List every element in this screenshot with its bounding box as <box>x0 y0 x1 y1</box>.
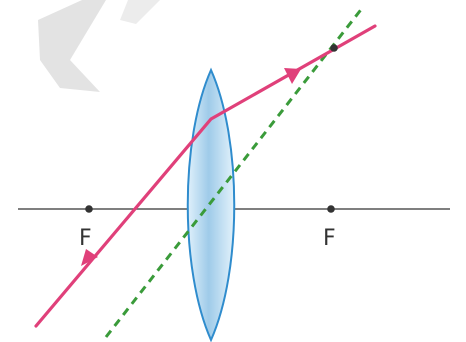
focal-point-right-dot-icon <box>327 205 335 213</box>
watermark-shape <box>38 0 106 92</box>
convex-lens <box>186 67 236 342</box>
focal-label-right: F <box>323 226 336 251</box>
focal-point-left-dot-icon <box>85 205 93 213</box>
focal-label-left: F <box>79 226 92 251</box>
intersection-dot-icon <box>330 44 338 52</box>
ray-arrow-icon <box>81 249 98 266</box>
watermark-shape-small <box>120 0 160 24</box>
ray-arrow-icon <box>284 68 301 84</box>
